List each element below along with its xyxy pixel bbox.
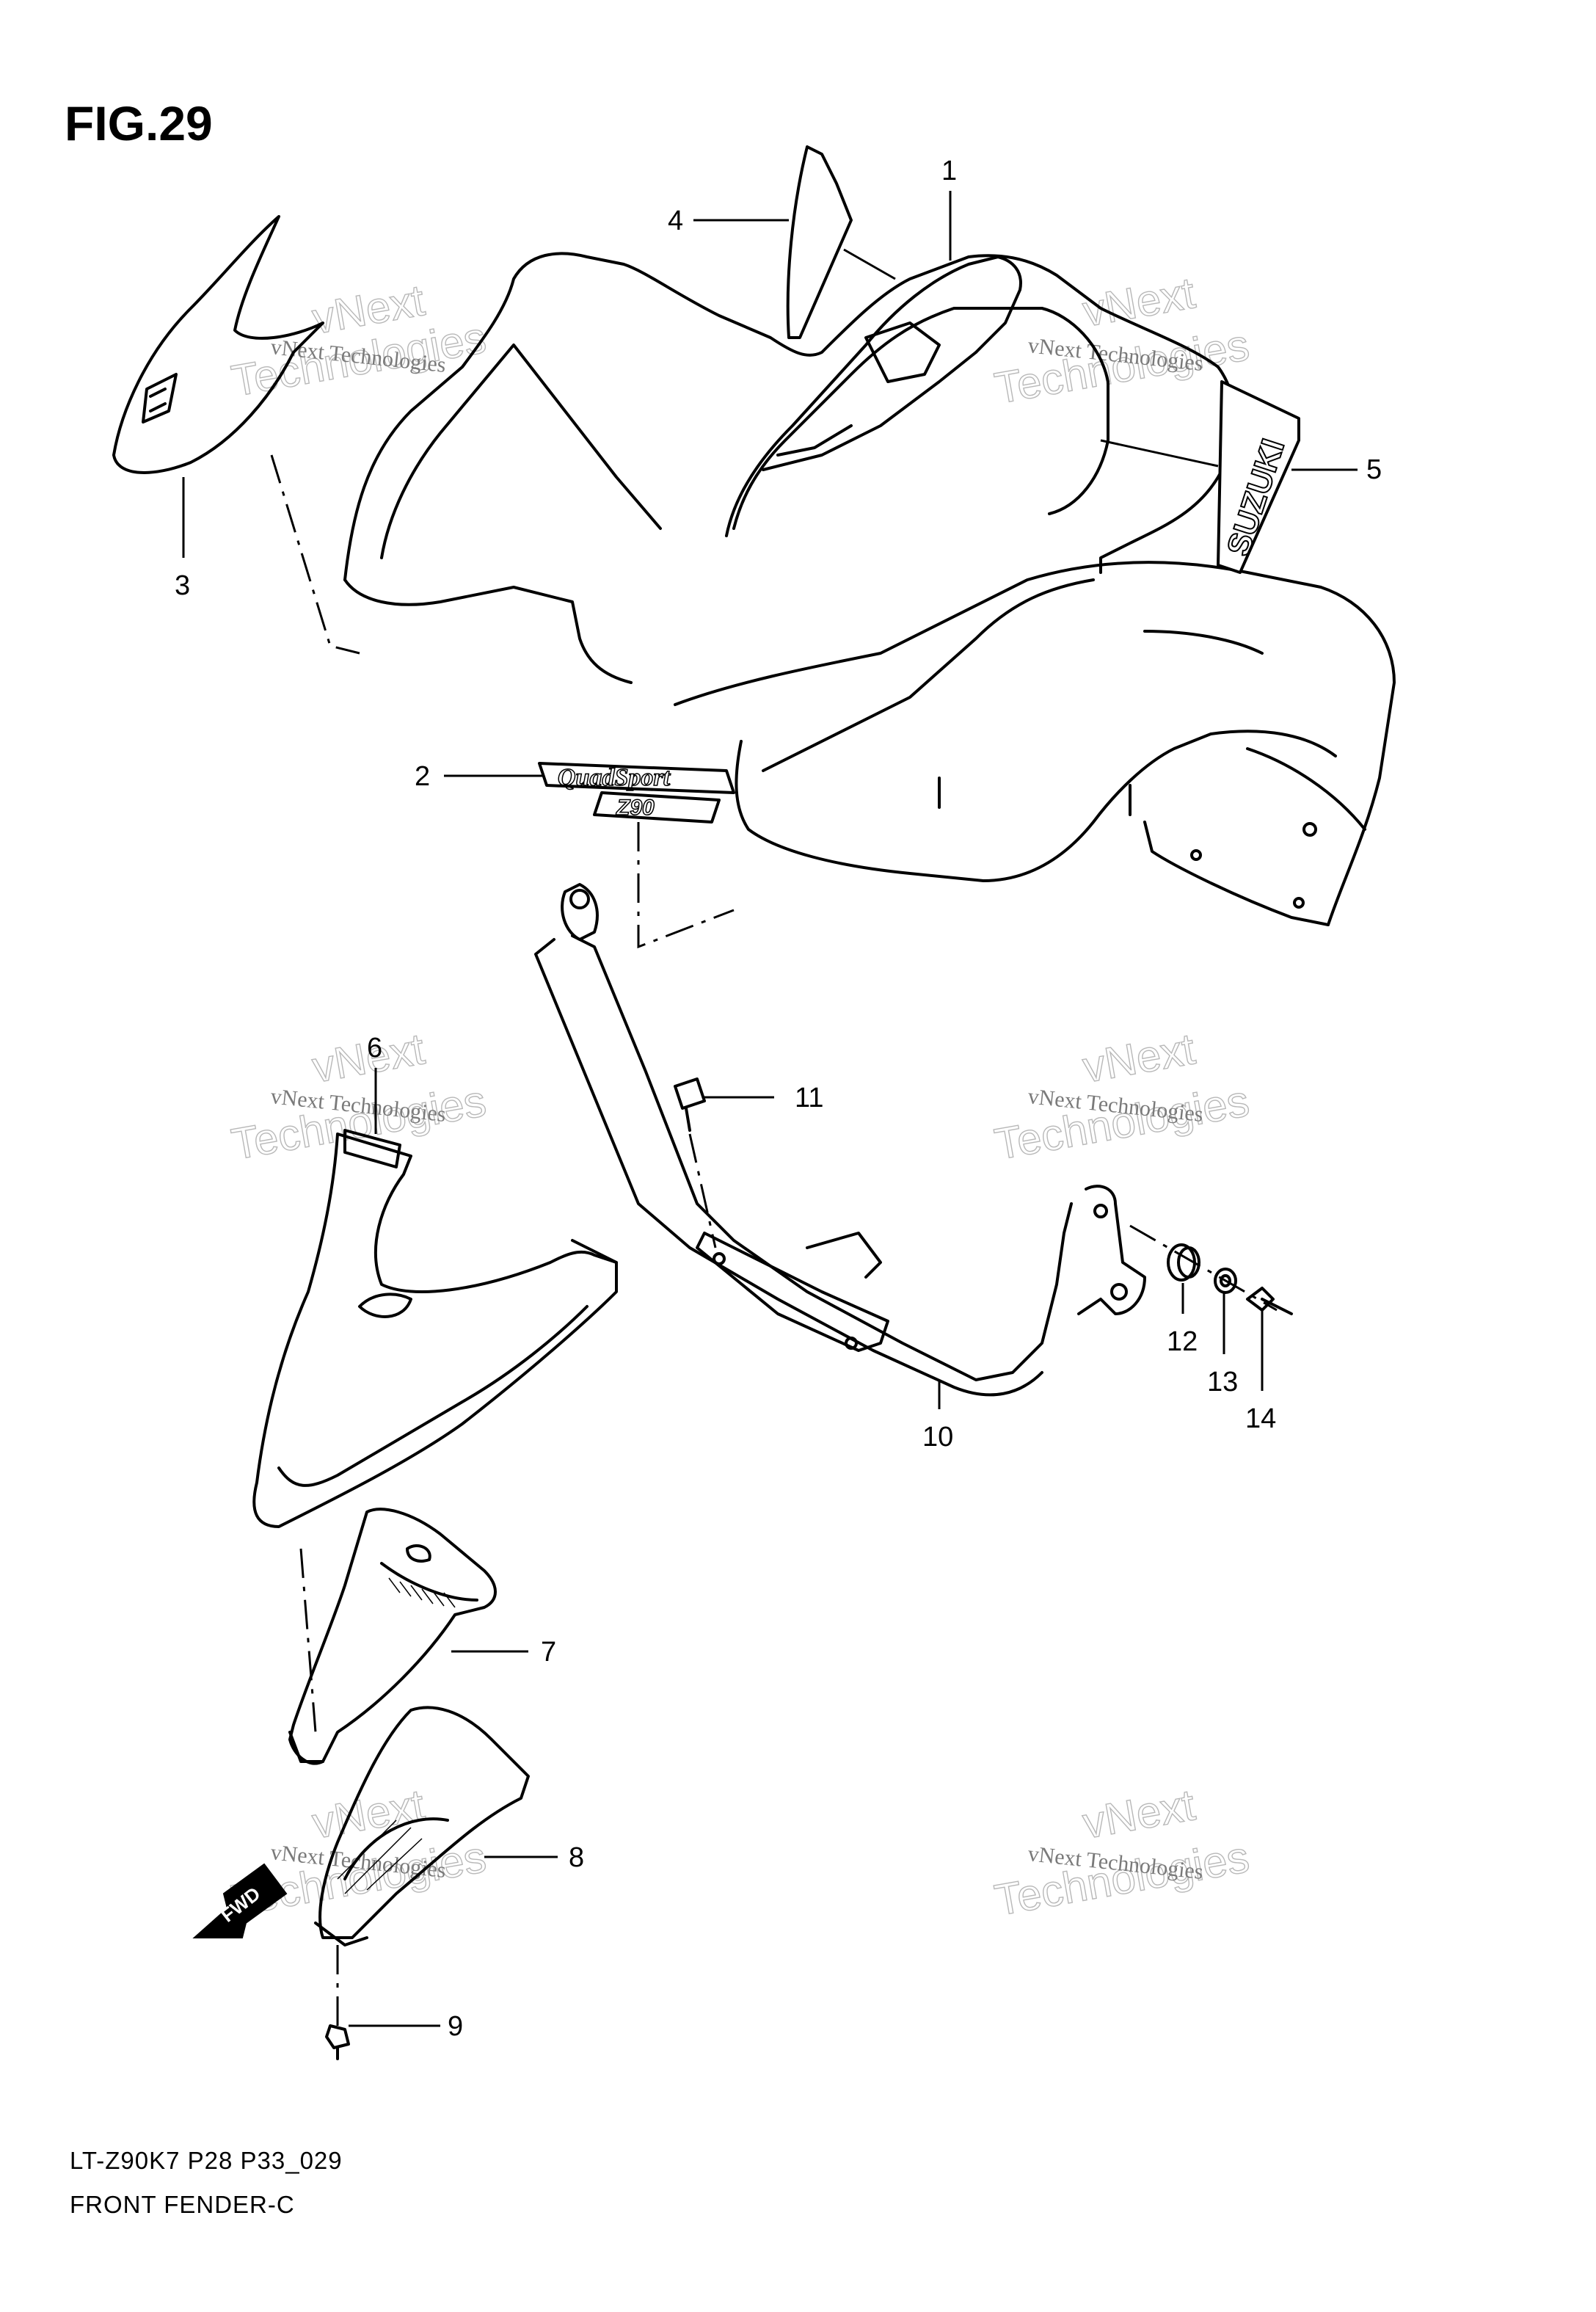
watermark-vnext: vNext	[1079, 1024, 1199, 1092]
watermark-vnext: vNext	[309, 1780, 429, 1848]
watermark-top-left: vNext Technologies vNext Technologies	[227, 275, 490, 406]
watermark-bottom-right: vNext Technologies vNext Technologies	[991, 1779, 1253, 1925]
figure-name: FRONT FENDER-C	[70, 2191, 295, 2218]
screw-9-part	[325, 2024, 350, 2060]
callout-3: 3	[175, 570, 190, 601]
upper-decal-part	[786, 145, 896, 339]
callout-5: 5	[1366, 454, 1382, 485]
watermark-top-right: vNext Technologies vNext Technologies	[991, 267, 1253, 413]
left-side-decal-part	[112, 215, 324, 474]
callout-12: 12	[1167, 1326, 1198, 1357]
callout-2: 2	[415, 761, 430, 792]
callout-7: 7	[541, 1637, 556, 1668]
front-cover-part	[252, 1129, 618, 1733]
callout-8: 8	[569, 1842, 584, 1873]
callout-6: 6	[367, 1033, 382, 1064]
bolt-11-part	[674, 1077, 717, 1248]
callout-1: 1	[941, 156, 957, 186]
callout-4: 4	[668, 206, 683, 236]
watermark-mid-right: vNext Technologies vNext Technologies	[991, 1023, 1253, 1169]
suzuki-decal-part: SUZUKI	[1217, 380, 1300, 574]
figure-title: FIG.29	[65, 96, 213, 150]
callout-14: 14	[1245, 1403, 1276, 1434]
bolt-14-part	[1246, 1287, 1293, 1315]
watermark-mid-left: vNext Technologies vNext Technologies	[227, 1023, 490, 1169]
callout-9: 9	[448, 2011, 463, 2042]
callout-11: 11	[795, 1083, 823, 1113]
callouts: 1 4 3 5 2 6 11 12 13 14 10 7	[175, 156, 1382, 2042]
quadsport-emblem-part: QuadSport Z90	[538, 762, 735, 824]
quadsport-emblem-text: QuadSport	[558, 764, 671, 791]
quadsport-emblem-model: Z90	[616, 796, 655, 820]
lower-cover-part	[288, 1508, 497, 1765]
callout-10: 10	[922, 1422, 953, 1453]
figure-model-code: LT-Z90K7 P28 P33_029	[70, 2147, 343, 2174]
callout-13: 13	[1207, 1367, 1238, 1397]
collar-13-part	[1214, 1268, 1237, 1294]
watermark-vnext: vNext	[1079, 1780, 1199, 1848]
mud-guard-part	[314, 1706, 530, 2026]
